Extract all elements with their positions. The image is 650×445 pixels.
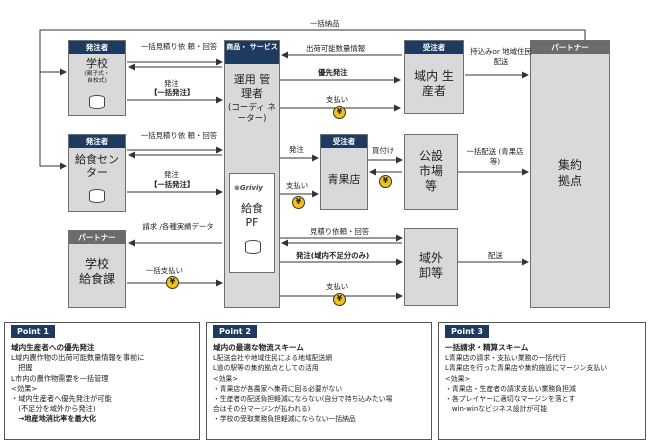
point-2-body: 域内の最適な物流スキーム L配送会社や地域住民による地域配送網 L道の駅等の集約… [213, 343, 427, 425]
point-1-line: ・域内生産者へ優先発注が可能 [11, 394, 112, 404]
label-mitsumori-outside: 見積り依頼・回答 [310, 227, 370, 236]
label-kaitsuke: 買付け [372, 146, 395, 155]
node-producer-label: 域内 生産者 [414, 69, 454, 98]
point-3-line: <効果> [445, 374, 471, 383]
point-2-line: L道の駅等の集約拠点としての活用 [213, 364, 319, 373]
node-hub: パートナー 集約 拠点 [530, 40, 610, 308]
label-mochikomi: 持込みor 地域住民配送 [470, 47, 532, 66]
label-school-hatchu: 発注 [164, 79, 179, 88]
yen-coin-icon: ¥ [333, 293, 346, 306]
point-1-line: L域内農作物の出荷可能数量情報を事前に [11, 353, 145, 363]
node-school: 発注者 学校 (親子式・ 自校式) [68, 40, 126, 116]
node-gakko-kyushokuka: パートナー 学校 給食課 [68, 230, 126, 308]
node-public-market: 公設 市場 等 [404, 134, 458, 210]
point-1-line: (不足分を域外から発注) [11, 404, 96, 414]
label-kyushoku-hatchu-kind: 【一括発注】 [150, 180, 195, 189]
node-school-sub1: (親子式・ [84, 71, 110, 77]
point-1-line: 把握 [11, 363, 33, 373]
label-school-mitsumori: 一括見積り依 頼・回答 [140, 42, 218, 51]
node-kyushokuka-header: パートナー [69, 231, 125, 244]
label-shiharai-outside: 支払い [326, 282, 349, 291]
label-ikkatsu-shiharai: 一括支払い [146, 266, 183, 275]
point-2-label: Point 2 [213, 325, 257, 338]
node-outside-wholesale: 域外 卸等 [404, 228, 458, 306]
point-2-line: 合はその分マージンが払われる) [213, 405, 311, 414]
point-1-title: 域内生産者への優先発注 [11, 343, 95, 352]
node-platform-label: 給食 PF [241, 202, 263, 229]
node-public-market-label: 公設 市場 等 [419, 149, 444, 193]
node-greengrocer: 受注者 青果店 [320, 134, 368, 210]
label-school-hatchu-kind: 【一括発注】 [150, 88, 195, 97]
database-icon [89, 189, 105, 203]
point-3-body: 一括請求・精算スキーム L青果店の請求・支払い業務の一括代行 L青果店を行った青… [445, 343, 641, 414]
label-hatchu-outside: 発注(域内不足分のみ) [296, 251, 370, 260]
point-3-title: 一括請求・精算スキーム [445, 343, 529, 352]
node-kyushoku-center: 発注者 給食セン ター [68, 134, 126, 212]
label-kyushoku-mitsumori: 一括見積り依 頼・回答 [140, 131, 218, 140]
label-kyushoku-hatchu: 発注 [164, 170, 179, 179]
yen-coin-icon: ¥ [166, 276, 179, 289]
node-local-producer: 受注者 域内 生産者 [404, 40, 464, 114]
point-1-line: <効果> [11, 383, 38, 393]
node-kyushoku-header: 発注者 [69, 135, 125, 148]
point-3-line: win-winなビジネス設計が可能 [445, 405, 548, 414]
point-panel-2: Point 2 域内の最適な物流スキーム L配送会社や地域住民による地域配送網 … [206, 322, 432, 440]
node-coordinator-sub: (コーディ ネーター) [228, 103, 276, 124]
point-1-line: →地産地消比率を最大化 [11, 414, 97, 424]
point-2-line: ・生産者の配送負担軽減にならない(自分で持ち込みたい場 [213, 395, 393, 404]
node-hub-label: 集約 拠点 [557, 158, 582, 188]
point-2-line: ・青果店が各農家へ集荷に回る必要がない [213, 384, 343, 393]
node-outside-label: 域外 卸等 [418, 251, 443, 280]
label-shiharai-greengrocer: 支払い [286, 181, 309, 190]
point-panel-3: Point 3 一括請求・精算スキーム L青果店の請求・支払い業務の一括代行 L… [438, 322, 646, 440]
node-coordinator-title: 運用 管理者 [233, 73, 271, 100]
point-1-label: Point 1 [11, 325, 55, 338]
database-icon [89, 95, 105, 109]
yen-coin-icon: ¥ [292, 196, 305, 209]
arrow-ikkatsu-nohin-school [39, 29, 586, 76]
label-ikkatsu-nohin: 一括納品 [310, 19, 340, 28]
node-coordinator: 商品・ サービス 運用 管理者 (コーディ ネーター) ⊗Griviy 給食 P… [224, 40, 280, 308]
node-coordinator-header: 商品・ サービス [225, 41, 279, 64]
node-hub-header: パートナー [531, 41, 609, 54]
label-haiso: 配送 [488, 251, 503, 260]
label-ikkatsu-haiso: 一括配送 (青果店等) [466, 147, 524, 166]
node-platform: ⊗Griviy 給食 PF [229, 173, 275, 273]
point-panel-1: Point 1 域内生産者への優先発注 L域内農作物の出荷可能数量情報を事前に … [4, 322, 200, 440]
label-hatchu-greengrocer: 発注 [289, 145, 304, 154]
point-1-body: 域内生産者への優先発注 L域内農作物の出荷可能数量情報を事前に 把握 L市内の農… [11, 343, 195, 425]
node-greengrocer-label: 青果店 [327, 173, 361, 186]
label-yusen-hatchu: 優先発注 [318, 68, 348, 77]
yen-coin-icon: ¥ [333, 106, 346, 119]
point-3-line: ・各プレイヤーに適切なマージンを落とす [445, 395, 576, 404]
arrow-ikkatsu-nohin-kyushoku [39, 72, 67, 170]
point-3-line: L青果店を行った青果店や集約施設にマージン支払い [445, 364, 608, 373]
point-2-title: 域内の最適な物流スキーム [213, 343, 304, 352]
point-3-label: Point 3 [445, 325, 489, 338]
point-2-line: ・学校の受取業務負担軽減にならない一括納品 [213, 415, 356, 424]
label-shiharai-producer: 支払い [326, 95, 349, 104]
node-school-sub2: 自校式) [87, 78, 107, 84]
yen-coin-icon: ¥ [379, 175, 392, 188]
label-seikyu: 請求 /各種実績データ [142, 222, 214, 231]
node-kyushoku-label: 給食セン ター [75, 153, 119, 179]
point-3-line: ・青果店・生産者の請求支払い業務負担減 [445, 384, 576, 393]
database-icon [245, 240, 261, 254]
node-greengrocer-header: 受注者 [321, 135, 367, 148]
point-2-line: <効果> [213, 374, 238, 383]
point-2-line: L配送会社や地域住民による地域配送網 [213, 354, 333, 363]
label-shukka-kano: 出荷可能数量情報 [306, 44, 366, 53]
griviy-logo: ⊗Griviy [234, 184, 263, 192]
point-1-line: L市内の農作物需要を一括管理 [11, 373, 109, 383]
point-3-line: L青果店の請求・支払い業務の一括代行 [445, 354, 566, 363]
node-school-header: 発注者 [69, 41, 125, 54]
node-kyushokuka-label: 学校 給食課 [79, 257, 116, 286]
node-producer-header: 受注者 [405, 41, 463, 54]
node-school-label: 学校 [86, 57, 108, 70]
